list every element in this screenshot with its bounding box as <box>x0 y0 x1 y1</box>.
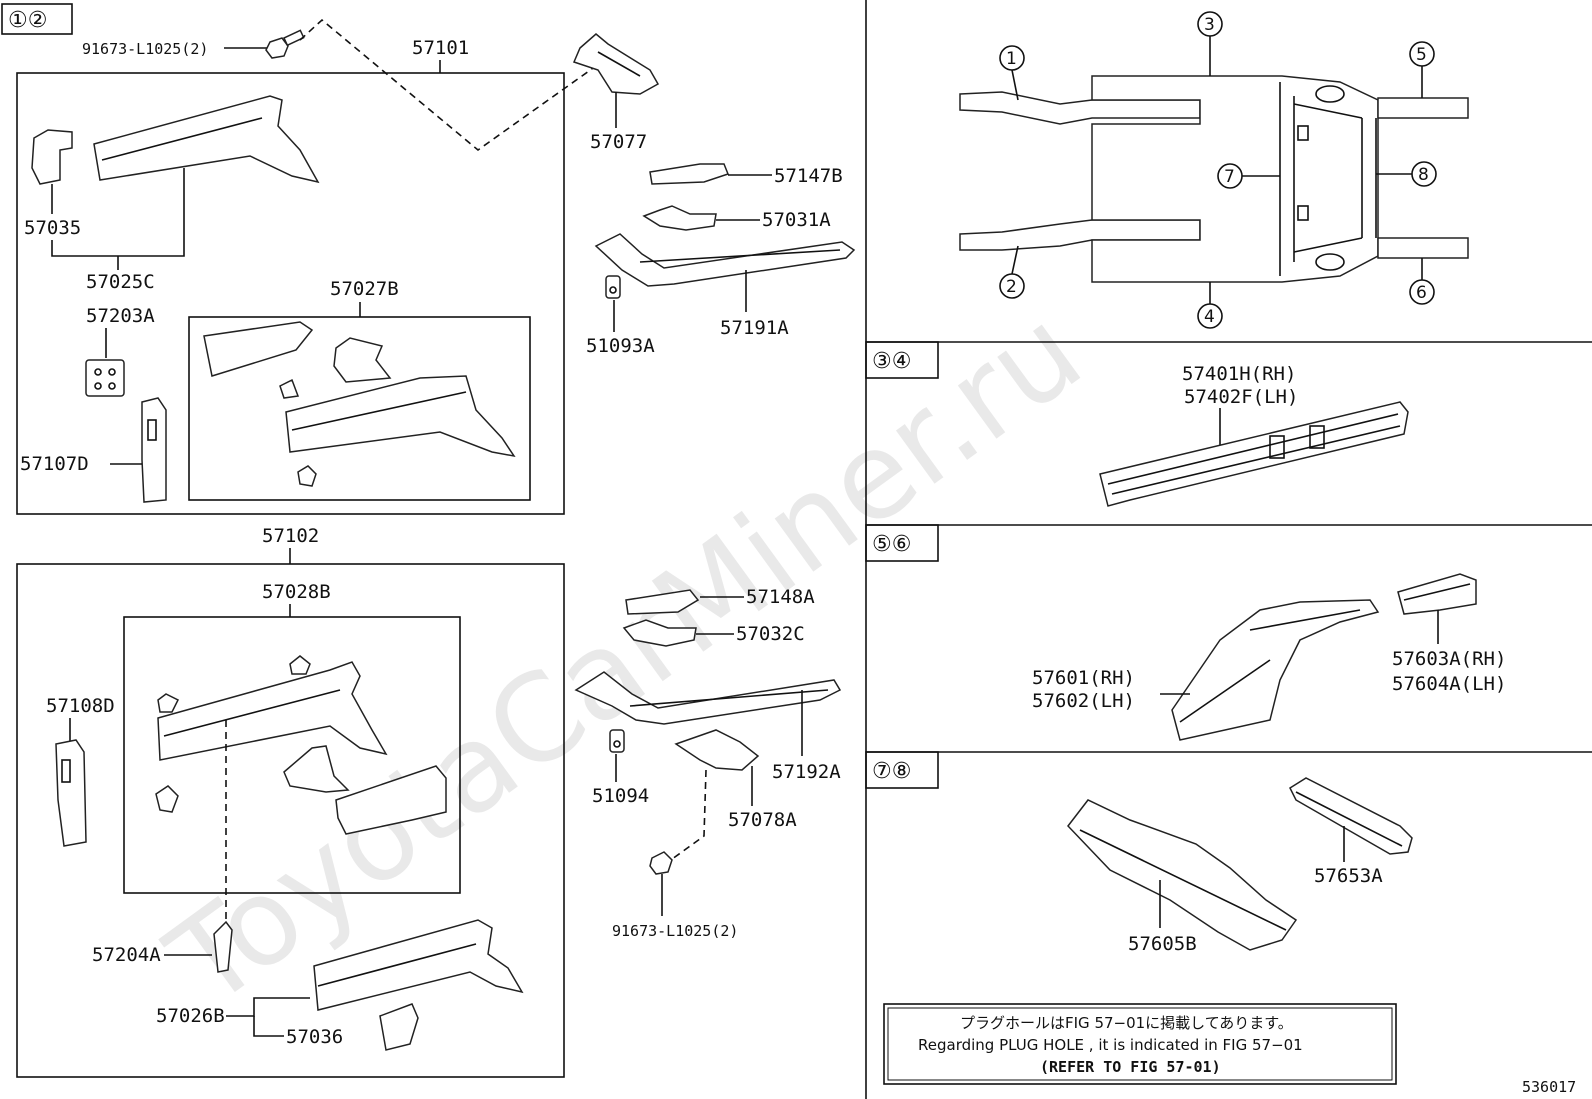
label-57026B: 57026B <box>156 1005 225 1027</box>
label-57204A: 57204A <box>92 944 161 966</box>
label-57148A: 57148A <box>746 586 815 608</box>
panel-tag-12: ①② <box>8 8 47 33</box>
overview-callouts: 1 2 3 4 5 6 7 8 <box>999 11 1437 329</box>
label-57102: 57102 <box>262 525 319 547</box>
marker-5: 5 <box>1416 45 1427 65</box>
bolt-bottom-icon <box>649 851 673 875</box>
part-57031A-icon <box>642 205 717 231</box>
panel-78-tag-box <box>865 751 939 789</box>
marker-4: 4 <box>1204 307 1215 327</box>
label-57032C: 57032C <box>736 623 805 645</box>
label-57036: 57036 <box>286 1026 343 1048</box>
part-57401H-icon <box>1099 401 1409 507</box>
dashed-link-top <box>299 18 597 152</box>
label-57401H: 57401H(RH) <box>1182 363 1296 385</box>
part-57192A-icon <box>574 671 842 725</box>
bracket-57025C <box>51 168 185 257</box>
label-57077: 57077 <box>590 131 647 153</box>
figure-id: 536017 <box>1522 1078 1576 1096</box>
part-57603A-icon <box>1397 573 1477 615</box>
label-57027B: 57027B <box>330 278 399 300</box>
note-line-ref: (REFER TO FIG 57-01) <box>1040 1058 1221 1076</box>
panel-34-tag-box <box>865 341 939 379</box>
label-bolt-bottom: 91673-L1025(2) <box>612 922 738 940</box>
marker-7: 7 <box>1224 167 1235 187</box>
part-57025C-icon <box>93 95 320 184</box>
label-57147B: 57147B <box>774 165 843 187</box>
label-57107D: 57107D <box>20 453 89 475</box>
part-57191A-icon <box>594 233 856 287</box>
label-57604A: 57604A(LH) <box>1392 673 1506 695</box>
panel-56-tag-box <box>865 524 939 562</box>
label-57605B: 57605B <box>1128 933 1197 955</box>
assembly-57028B-box <box>123 616 461 894</box>
label-57603A: 57603A(RH) <box>1392 648 1506 670</box>
note-line-en: Regarding PLUG HOLE , it is indicated in… <box>918 1036 1303 1054</box>
assembly-57101-box <box>16 72 565 515</box>
note-line-jp: プラグホールはFIG 57−01に掲載してあります。 <box>960 1014 1293 1032</box>
part-57078A-icon <box>674 729 760 771</box>
part-57035-icon <box>31 129 73 185</box>
part-57028B-icons <box>155 655 447 835</box>
part-57027B-icons <box>203 321 516 487</box>
label-57601: 57601(RH) <box>1032 667 1135 689</box>
label-57203A: 57203A <box>86 305 155 327</box>
part-57605B-icon <box>1067 799 1298 951</box>
label-bolt-top: 91673-L1025(2) <box>82 40 208 58</box>
part-57107D-icon <box>141 397 167 503</box>
marker-8: 8 <box>1418 165 1429 185</box>
label-51094: 51094 <box>592 785 649 807</box>
part-57108D-icon <box>55 739 87 847</box>
label-57192A: 57192A <box>772 761 841 783</box>
panel-tag-78: ⑦⑧ <box>872 759 911 784</box>
panel-tag-box <box>1 3 73 35</box>
part-57203A-icon <box>85 359 125 397</box>
part-57204A-icon <box>213 920 233 973</box>
part-57148A-icon <box>625 589 700 615</box>
part-57036-icon <box>379 1003 419 1051</box>
leader-57036 <box>253 1016 284 1037</box>
label-57108D: 57108D <box>46 695 115 717</box>
label-57402F: 57402F(LH) <box>1184 386 1298 408</box>
part-57601-icon <box>1171 599 1380 741</box>
label-57031A: 57031A <box>762 209 831 231</box>
label-57101: 57101 <box>412 37 469 59</box>
part-57026B-icon <box>313 919 524 1011</box>
label-57191A: 57191A <box>720 317 789 339</box>
panel-tag-56: ⑤⑥ <box>872 532 911 557</box>
label-57602: 57602(LH) <box>1032 690 1135 712</box>
part-57147B-icon <box>649 163 729 185</box>
part-57653A-icon <box>1289 777 1413 855</box>
label-57025C: 57025C <box>86 271 155 293</box>
dashed-link-bottom <box>667 769 707 863</box>
note-box: プラグホールはFIG 57−01に掲載してあります。 Regarding PLU… <box>883 1003 1397 1085</box>
label-57028B: 57028B <box>262 581 331 603</box>
marker-2: 2 <box>1006 277 1017 297</box>
marker-6: 6 <box>1416 283 1427 303</box>
label-57035: 57035 <box>24 217 81 239</box>
part-57032C-icon <box>622 619 697 647</box>
marker-3: 3 <box>1204 15 1215 35</box>
part-51093A-icon <box>605 275 621 299</box>
part-57077-icon <box>572 33 660 95</box>
panel-tag-34: ③④ <box>872 349 911 374</box>
marker-1: 1 <box>1006 49 1017 69</box>
frame-overview <box>959 75 1469 283</box>
label-51093A: 51093A <box>586 335 655 357</box>
bolt-top-icon <box>265 29 305 59</box>
leader-57026B <box>226 997 310 1017</box>
label-57078A: 57078A <box>728 809 797 831</box>
label-57653A: 57653A <box>1314 865 1383 887</box>
part-51094-icon <box>609 729 625 753</box>
